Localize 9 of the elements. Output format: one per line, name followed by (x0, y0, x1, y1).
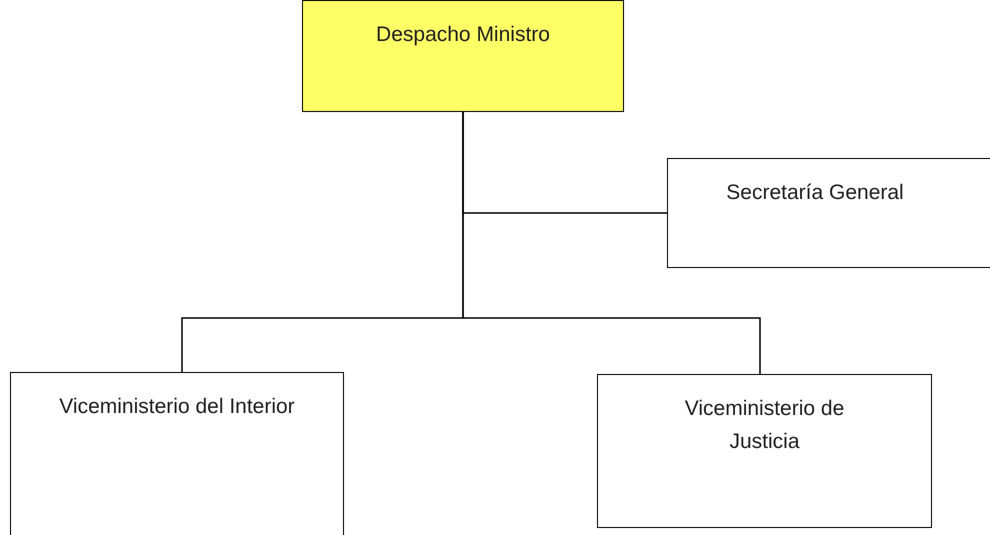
box-label: Despacho Ministro (376, 22, 550, 48)
org-box (667, 158, 990, 268)
org-box (10, 372, 344, 535)
org-box (302, 0, 624, 112)
box-label: Viceministerio de Justicia (684, 396, 846, 455)
box-label: Secretaría General (726, 180, 904, 206)
connector-line (462, 112, 761, 374)
box-label: Viceministerio del Interior (59, 394, 295, 420)
org-box (597, 374, 932, 528)
